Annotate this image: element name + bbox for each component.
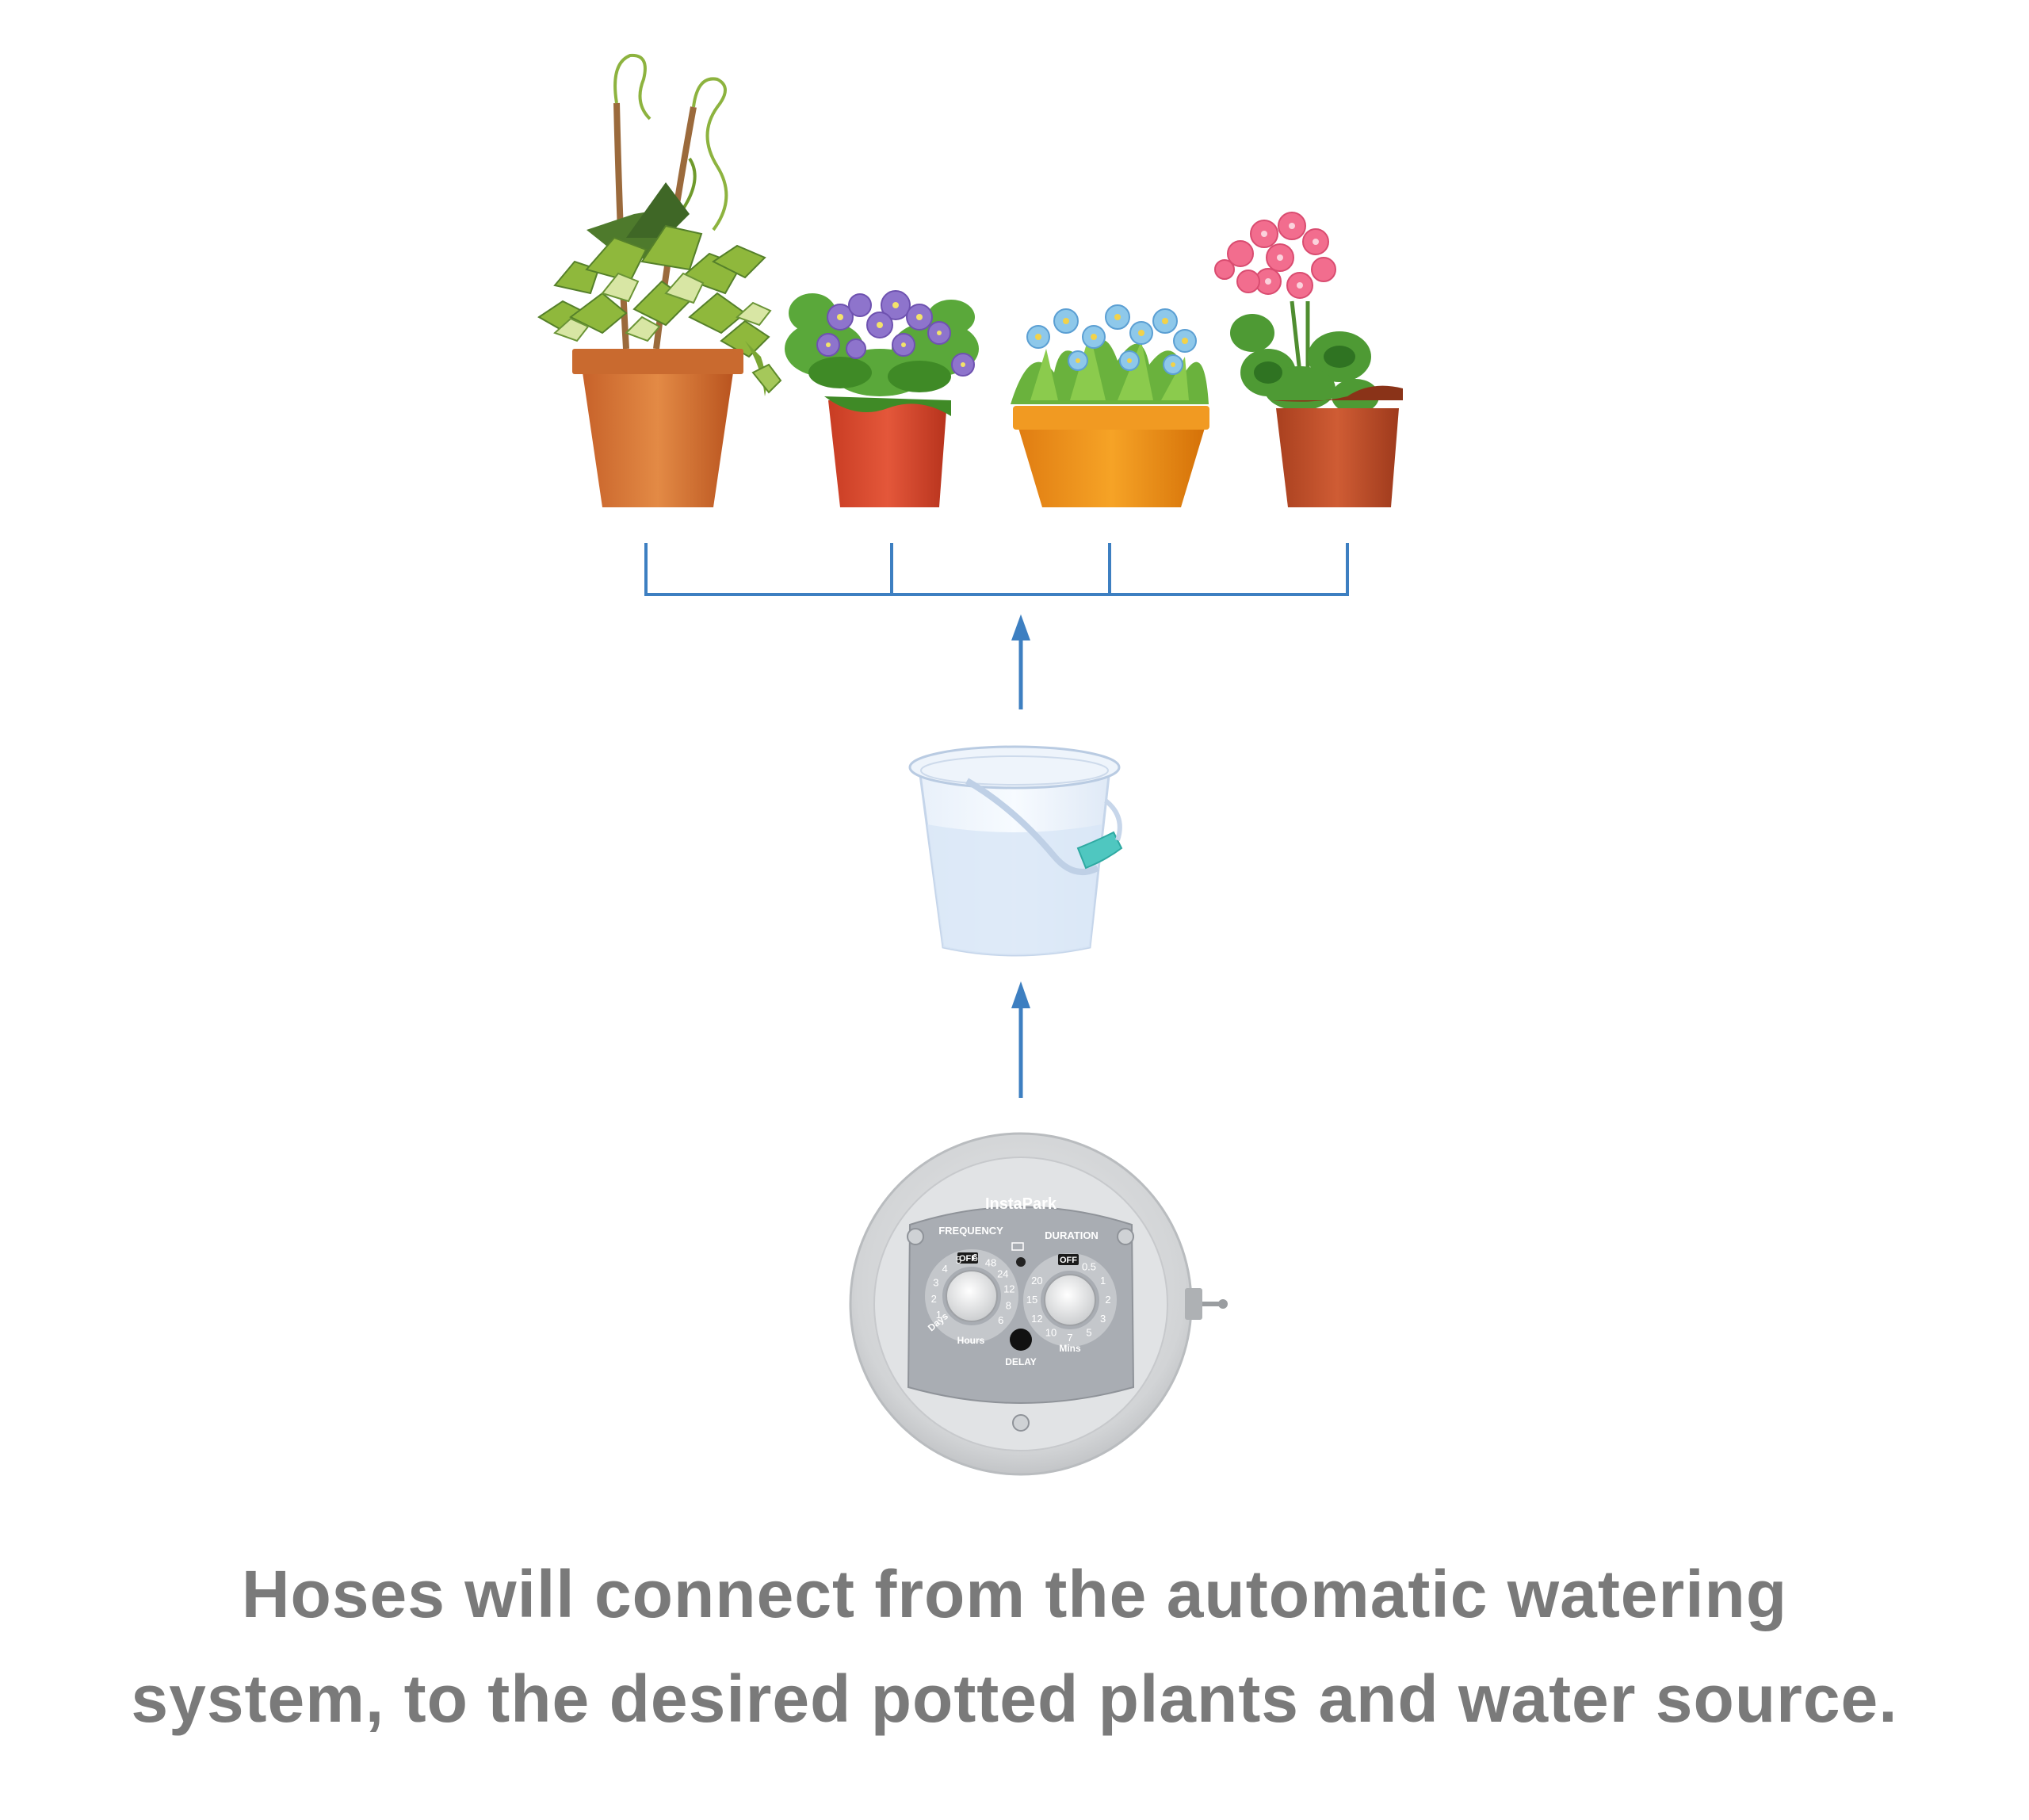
hose-connector (644, 543, 1349, 596)
duration-off-label: OFF (1060, 1256, 1077, 1265)
frequency-label: FREQUENCY (938, 1225, 1003, 1237)
ivy-plant-icon (537, 53, 782, 507)
duration-unit-mins: Mins (1059, 1343, 1081, 1354)
frequency-tick-label: 6 (998, 1314, 1003, 1326)
frequency-tick-label: 12 (1003, 1283, 1014, 1295)
frequency-unit-hours: Hours (957, 1335, 985, 1346)
duration-label: DURATION (1045, 1229, 1099, 1241)
duration-tick-label: 1 (1100, 1275, 1106, 1287)
duration-tick-label: 15 (1026, 1294, 1037, 1306)
arrow-up-icon (1011, 614, 1030, 709)
duration-tick-label: 10 (1045, 1327, 1057, 1339)
geranium-plant-icon (1214, 212, 1403, 507)
water-bucket-icon (908, 745, 1123, 957)
frequency-tick-label: 3 (933, 1277, 938, 1289)
battery-icon (1011, 1242, 1024, 1251)
caption-line-2: system, to the desired potted plants and… (131, 1661, 1898, 1736)
frequency-tick-label: 6 (972, 1252, 978, 1264)
frequency-tick-label: 24 (997, 1268, 1008, 1280)
duration-tick-label: 20 (1031, 1275, 1042, 1287)
duration-knob[interactable] (1044, 1274, 1096, 1326)
brand-logo: InstaPark (985, 1195, 1057, 1213)
frequency-tick-label: 8 (1006, 1299, 1011, 1311)
caption: Hoses will connect from the automatic wa… (0, 1542, 2029, 1751)
caption-line-1: Hoses will connect from the automatic wa… (241, 1557, 1788, 1631)
duration-tick-label: 7 (1067, 1332, 1072, 1344)
frequency-knob[interactable] (946, 1270, 998, 1322)
duration-tick-label: 12 (1031, 1313, 1042, 1325)
duration-tick-label: 2 (1105, 1294, 1110, 1306)
frequency-tick-label: 5 (956, 1254, 961, 1266)
blue-daisy-plant-icon (1011, 304, 1209, 507)
delay-button[interactable] (1010, 1329, 1032, 1351)
duration-tick-label: 5 (1086, 1327, 1091, 1339)
indicator-led (1016, 1257, 1026, 1267)
duration-tick-label: 0.5 (1082, 1260, 1096, 1272)
frequency-tick-label: 1 (936, 1309, 942, 1321)
frequency-tick-label: 4 (942, 1263, 947, 1275)
delay-label: DELAY (1005, 1356, 1037, 1367)
frequency-tick-label: 2 (931, 1293, 937, 1305)
frequency-off-label: OFF (959, 1254, 976, 1264)
duration-tick-label: 3 (1100, 1313, 1106, 1325)
arrow-up-icon (1011, 981, 1030, 1098)
violet-plant-icon (785, 290, 979, 507)
frequency-tick-label: 48 (985, 1256, 996, 1268)
